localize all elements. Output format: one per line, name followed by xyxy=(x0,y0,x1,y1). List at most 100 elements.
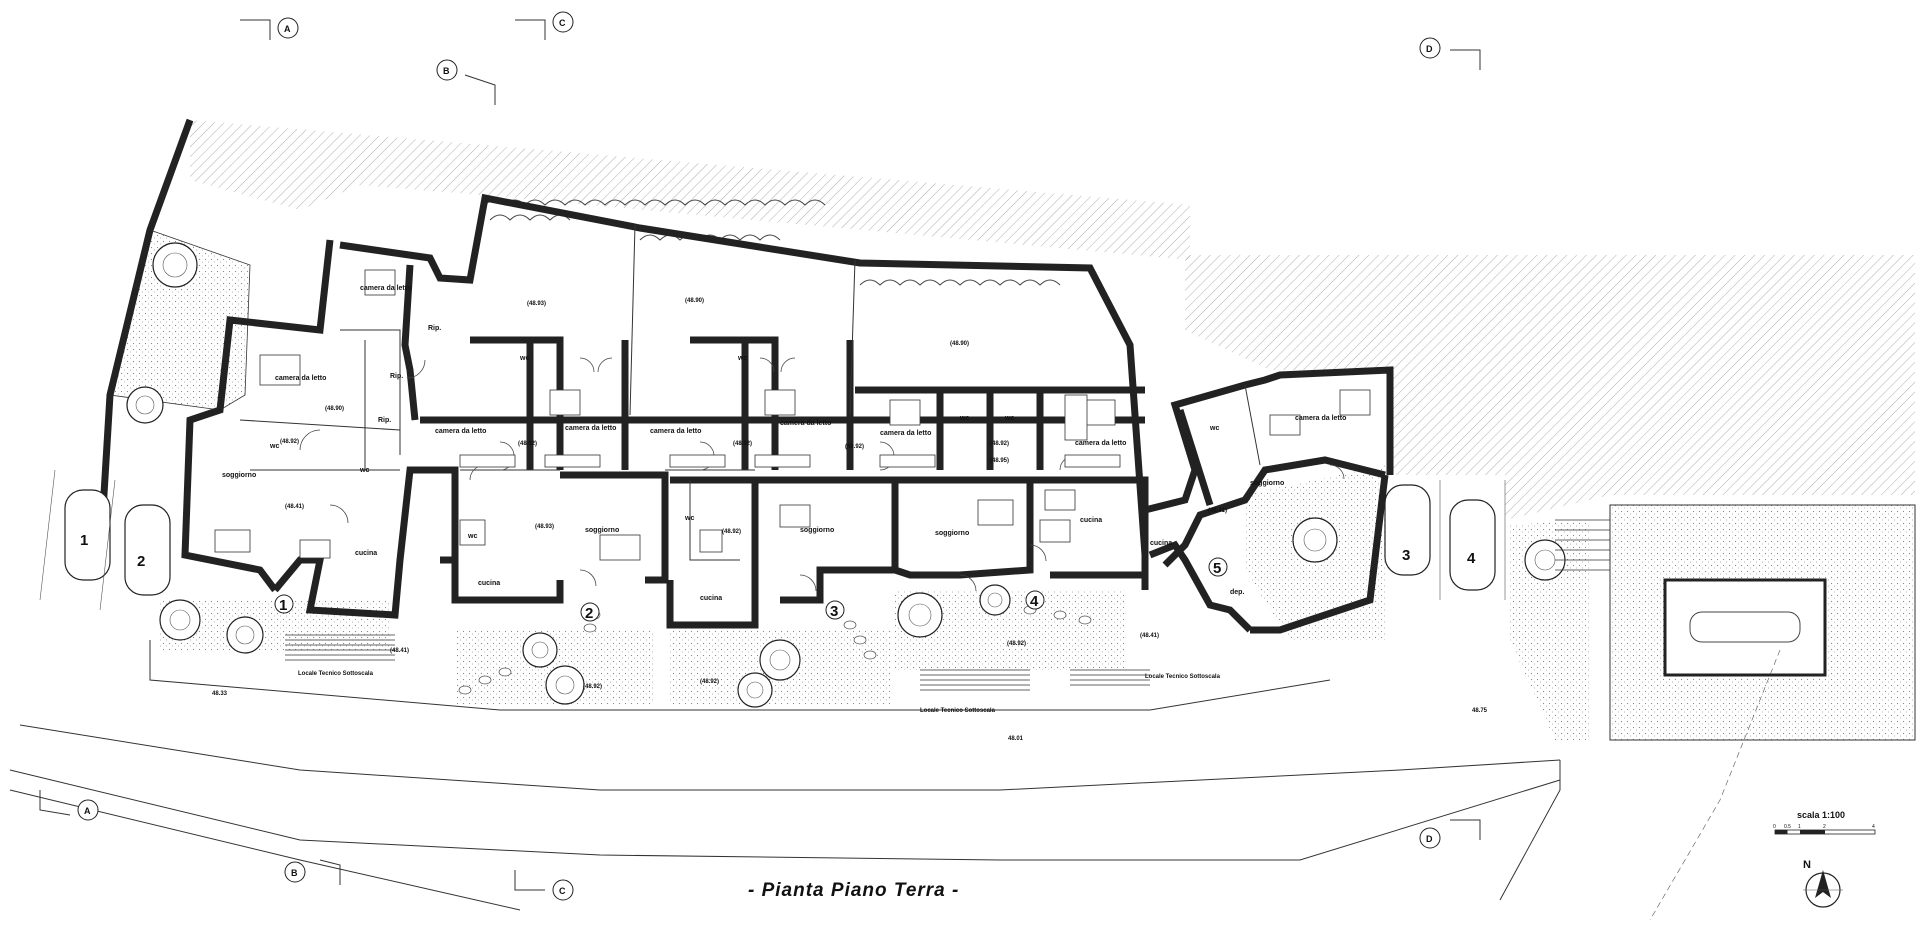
drawing-title: - Pianta Piano Terra - xyxy=(748,880,959,901)
label-cucina-2: cucina xyxy=(478,580,500,587)
car-4 xyxy=(1449,499,1496,591)
entrance-5: 5 xyxy=(1213,560,1221,577)
parking-numbers: 1 2 3 4 xyxy=(80,532,1476,570)
label-wc-8: wc xyxy=(467,533,477,540)
label-rip-2: Rip. xyxy=(378,417,391,424)
label-soggiorno-5: soggiorno xyxy=(1250,480,1284,487)
parking-3: 3 xyxy=(1402,547,1410,564)
label-soggiorno-4: soggiorno xyxy=(935,530,969,537)
car-2 xyxy=(124,504,171,596)
elev-1: (48.93) xyxy=(527,301,546,307)
hedges xyxy=(484,199,1061,286)
elev-12: (48.93) xyxy=(535,524,554,530)
label-wc-1: wc xyxy=(269,443,279,450)
car-3 xyxy=(1384,484,1431,576)
entrance-markers: 1 2 3 4 5 xyxy=(274,557,1228,622)
label-wc-4: wc xyxy=(737,355,747,362)
swimming-pool xyxy=(1663,578,1827,677)
elev-18: (48.92) xyxy=(280,439,299,445)
parking-1: 1 xyxy=(80,532,88,549)
label-camera-4: camera da letto xyxy=(565,425,616,432)
elev-21: 48.01 xyxy=(1008,736,1024,742)
elev-8: (48.41) xyxy=(285,504,304,510)
north-arrow-icon: N xyxy=(1803,859,1843,908)
label-camera-2: camera da letto xyxy=(360,285,411,292)
label-wc-5: wc xyxy=(959,415,969,422)
elev-13: (48.92) xyxy=(722,529,741,535)
elev-17: (48.92) xyxy=(990,441,1009,447)
elev-20: 48.33 xyxy=(212,691,228,697)
north-label: N xyxy=(1803,859,1811,871)
scale-tick-3: 2 xyxy=(1823,824,1826,830)
label-cucina-1: cucina xyxy=(355,550,377,557)
elev-10: (48.41) xyxy=(1140,633,1159,639)
label-wc-3: wc xyxy=(519,355,529,362)
car-1 xyxy=(64,489,111,581)
elev-9: (48.41) xyxy=(1208,508,1227,514)
furniture xyxy=(214,269,1371,561)
room-labels: soggiorno cucina camera da letto camera … xyxy=(222,285,1346,714)
elev-5: (48.92) xyxy=(518,441,537,447)
section-markers: A A B B C C D D xyxy=(39,11,1481,901)
elev-16: (48.92) xyxy=(1007,641,1026,647)
label-locale-tecnico-2: Locale Tecnico Sottoscala xyxy=(920,708,996,714)
entrance-2: 2 xyxy=(585,605,593,622)
label-cucina-5: cucina xyxy=(1150,540,1172,547)
interior-partitions xyxy=(239,224,1261,561)
parking-area xyxy=(39,469,1506,611)
label-wc-6: wc xyxy=(1004,415,1014,422)
label-camera-3: camera da letto xyxy=(435,428,486,435)
elev-3: (48.90) xyxy=(950,341,969,347)
parking-4: 4 xyxy=(1467,550,1476,567)
entrance-1: 1 xyxy=(279,597,287,614)
label-soggiorno-2: soggiorno xyxy=(585,527,619,534)
label-locale-tecnico-3: Locale Tecnico Sottoscala xyxy=(1145,674,1221,680)
hatched-terrain xyxy=(190,120,1915,520)
scale-bar: scala 1:100 0 0.5 1 2 4 xyxy=(1773,810,1876,835)
label-camera-8: camera da letto xyxy=(1075,440,1126,447)
scale-label: scala 1:100 xyxy=(1797,810,1845,820)
section-D-top: D xyxy=(1426,44,1433,54)
section-A-top: A xyxy=(284,24,291,34)
label-camera-9: camera da letto xyxy=(1295,415,1346,422)
label-wc-9: wc xyxy=(684,515,694,522)
section-B-top: B xyxy=(443,66,450,76)
label-camera-7: camera da letto xyxy=(880,430,931,437)
scale-tick-0: 0 xyxy=(1773,824,1776,830)
section-D-bottom: D xyxy=(1426,834,1433,844)
stairs xyxy=(285,519,1610,691)
label-cucina-3: cucina xyxy=(700,595,722,602)
scale-tick-4: 4 xyxy=(1872,824,1875,830)
elevation-labels: (48.93) (48.90) (48.90) (48.90) (48.92) … xyxy=(212,298,1488,742)
scale-tick-1: 0.5 xyxy=(1784,824,1791,830)
section-C-bottom: C xyxy=(559,886,566,896)
doors xyxy=(299,357,1345,592)
label-rip-3: Rip. xyxy=(428,325,441,332)
elev-15: (48.92) xyxy=(700,679,719,685)
label-soggiorno-3: soggiorno xyxy=(800,527,834,534)
stepping-stones xyxy=(458,605,1092,695)
label-soggiorno-1: soggiorno xyxy=(222,472,256,479)
building-walls xyxy=(96,118,1394,634)
label-camera-1: camera da letto xyxy=(275,375,326,382)
elev-2: (48.90) xyxy=(685,298,704,304)
label-locale-tecnico-1: Locale Tecnico Sottoscala xyxy=(298,671,374,677)
section-A-bottom: A xyxy=(84,806,91,816)
elev-22: 48.75 xyxy=(1472,708,1488,714)
section-C-top: C xyxy=(559,18,566,28)
section-B-bottom: B xyxy=(291,868,298,878)
label-cucina-4: cucina xyxy=(1080,517,1102,524)
road-lines xyxy=(9,640,1781,921)
scale-tick-2: 1 xyxy=(1798,824,1801,830)
elev-11: (48.41) xyxy=(390,648,409,654)
label-rip-1: Rip. xyxy=(390,373,403,380)
elev-7: (48.95) xyxy=(990,458,1009,464)
label-wc-2: wc xyxy=(359,467,369,474)
entrance-3: 3 xyxy=(830,603,838,620)
parking-2: 2 xyxy=(137,553,145,570)
entrance-4: 4 xyxy=(1030,593,1039,610)
label-dep: dep. xyxy=(1230,589,1244,596)
elev-19: (48.92) xyxy=(845,444,864,450)
trees xyxy=(126,242,1566,708)
